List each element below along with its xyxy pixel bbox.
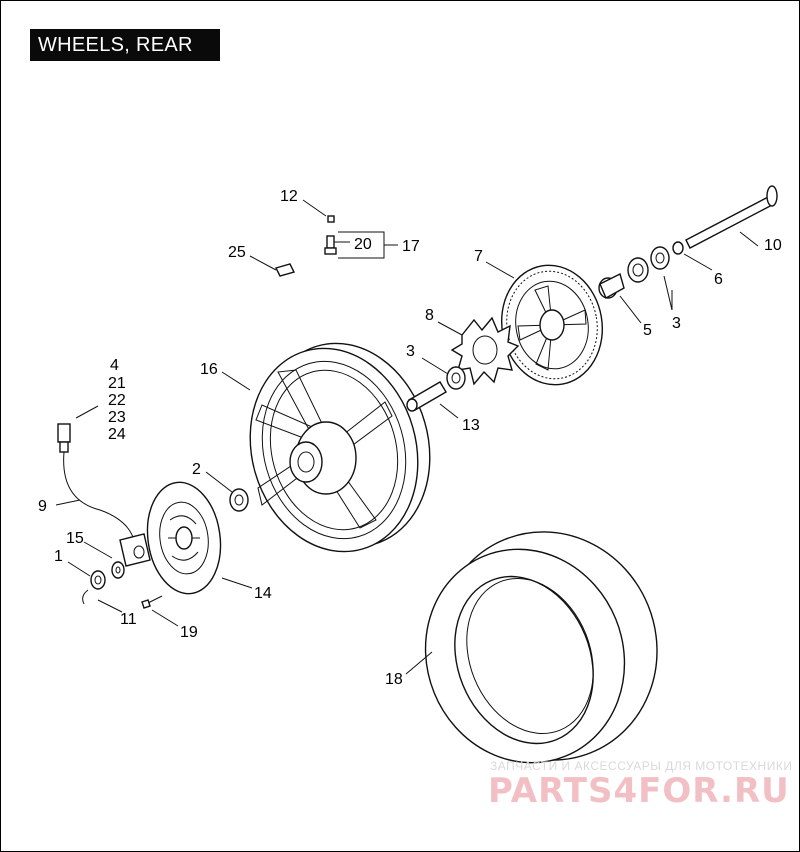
callout-19: 19 [180, 624, 198, 641]
callout-10: 10 [764, 237, 782, 254]
watermark-brand: PARTS4FOR.RU [488, 771, 790, 811]
valve-stem [324, 215, 337, 255]
rear-pulley [500, 264, 604, 386]
callout-3-left: 3 [406, 343, 415, 360]
callout-1: 1 [54, 548, 63, 565]
callout-4: 4 [110, 357, 119, 374]
axle-hardware [598, 185, 778, 299]
callout-20: 20 [354, 236, 372, 253]
tire [424, 531, 658, 764]
callout-23: 23 [108, 409, 126, 426]
callout-2: 2 [192, 461, 201, 478]
callout-24: 24 [108, 426, 126, 443]
brake-rotor [146, 481, 222, 595]
isolator [450, 316, 520, 386]
watermark: ЗАПЧАСТИ И АКСЕССУАРЫ ДЛЯ МОТОТЕХНИКИ PA… [488, 759, 792, 811]
callout-21: 21 [108, 375, 126, 392]
abs-sensor [57, 423, 151, 567]
callout-5: 5 [643, 322, 652, 339]
callout-7: 7 [474, 248, 483, 265]
bearing-left [446, 366, 466, 390]
callout-9: 9 [38, 498, 47, 515]
callout-16: 16 [200, 361, 218, 378]
callout-14: 14 [254, 585, 272, 602]
callout-6: 6 [714, 271, 723, 288]
callout-22: 22 [108, 392, 126, 409]
bearing-2 [229, 488, 249, 512]
callout-11: 11 [120, 611, 137, 628]
callout-15: 15 [66, 530, 84, 547]
callout-18: 18 [385, 671, 403, 688]
small-hardware [82, 561, 163, 609]
callout-3-right: 3 [672, 315, 681, 332]
callout-12: 12 [280, 188, 298, 205]
callout-labels: 12 20 17 25 7 10 6 5 3 8 3 13 16 4 21 22… [38, 188, 782, 688]
callout-8: 8 [425, 307, 434, 324]
callout-25: 25 [228, 244, 246, 261]
wheel-weight [274, 263, 296, 277]
spacer-tube [406, 381, 447, 412]
leader-lines [55, 199, 759, 675]
watermark-subtitle: ЗАПЧАСТИ И АКСЕССУАРЫ ДЛЯ МОТОТЕХНИКИ [490, 759, 792, 773]
callout-17: 17 [402, 238, 420, 255]
page-title: WHEELS, REAR [30, 29, 220, 61]
rear-wheel [249, 342, 431, 553]
callout-13: 13 [462, 417, 480, 434]
